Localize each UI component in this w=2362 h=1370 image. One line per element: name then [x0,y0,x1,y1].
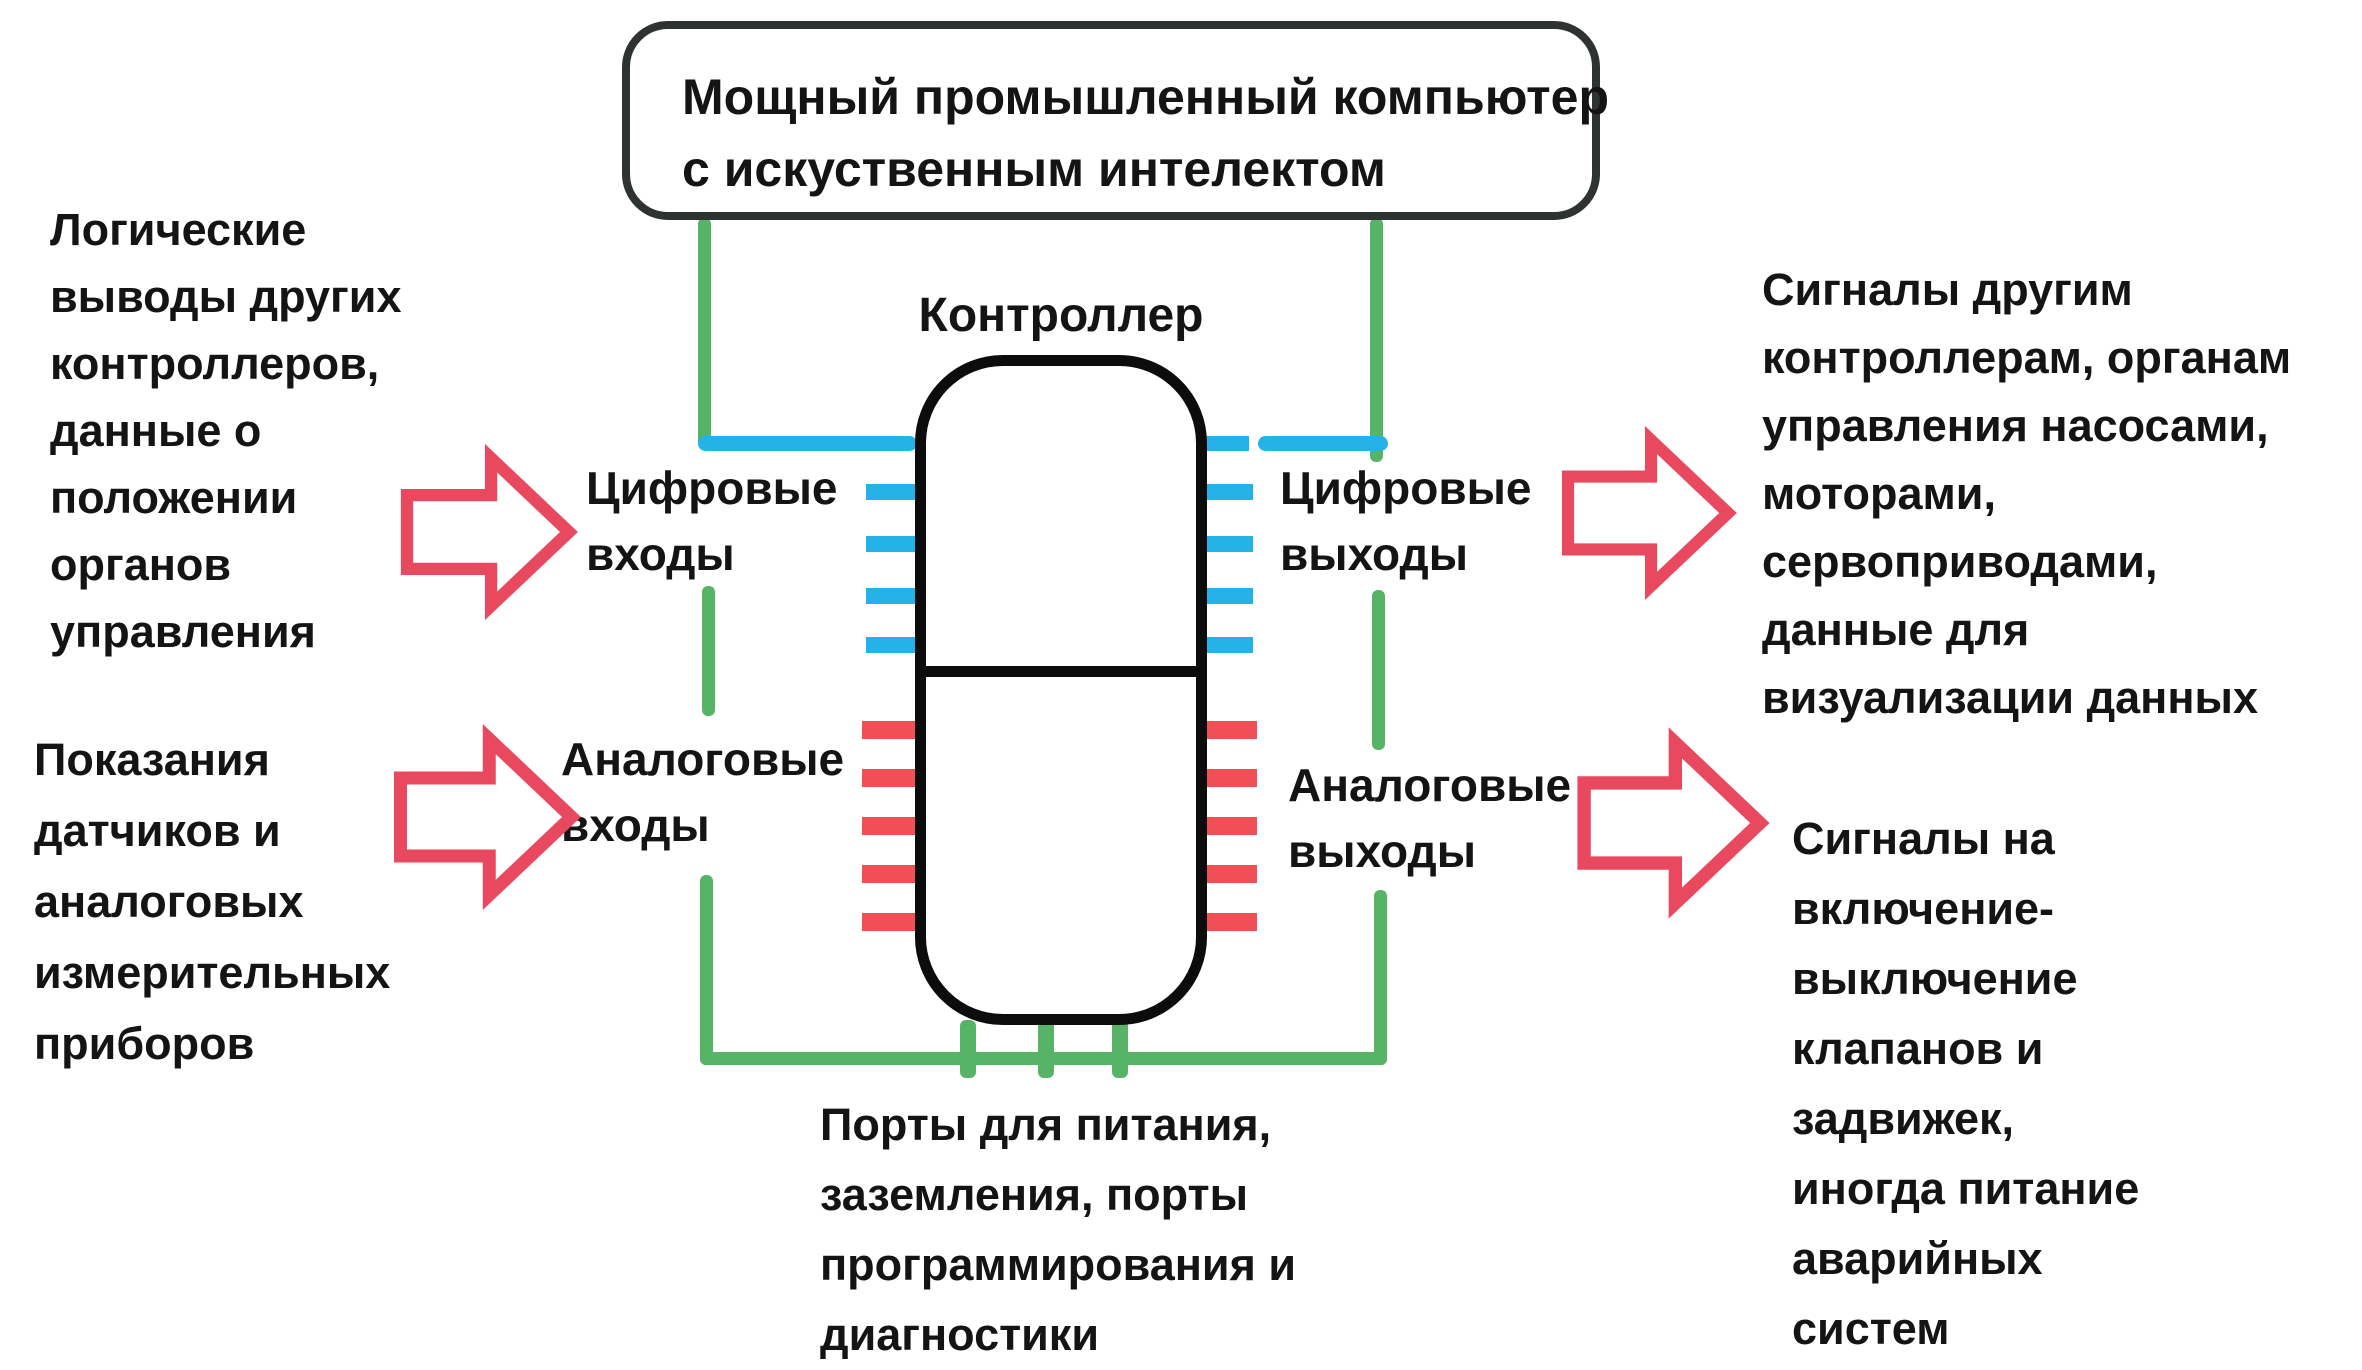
text-line: выводы других [50,271,402,322]
right-arrow-icon [400,443,578,621]
right-arrow-icon [394,723,581,911]
text-line: входы [561,799,710,851]
controller-body [915,355,1207,1025]
text-line: Сигналы на [1792,813,2055,864]
text-line: программирования и [820,1239,1296,1290]
text-line: входы [586,528,735,580]
green-connector-right-middle [1372,590,1385,750]
analog-output-pin [1203,721,1257,739]
text-line: заземления, порты [820,1169,1249,1220]
text-line: аварийных [1792,1233,2043,1284]
digital-output-pin [1203,536,1253,552]
text-line: органов [50,539,232,590]
text-line: выходы [1288,825,1476,877]
text-line: Порты для питания, [820,1099,1272,1150]
text-line: контроллеров, [50,338,380,389]
text-line: Сигналы другим [1762,264,2133,315]
digital-output-bus-line [1258,436,1388,451]
text-line: измерительных [34,947,391,998]
green-port-stub-2 [1038,1020,1054,1078]
analog-output-pin [1203,769,1257,787]
analog-input-pin [862,913,916,931]
digital-inputs-label: Цифровые входы [586,455,837,587]
analog-input-pin [862,769,916,787]
green-connector-left-lower [700,875,713,1065]
text-line: Логические [50,204,307,255]
text-line: иногда питание [1792,1163,2140,1214]
text-line: моторами, [1762,468,1996,519]
text-line: Цифровые [586,462,838,514]
green-connector-right-lower [1374,890,1387,1065]
digital-input-pin [866,588,916,604]
text-line: управления [50,606,316,657]
digital-output-pin [1203,637,1253,653]
text-line: Аналоговые [1288,759,1572,811]
text-line: с искуственным интелектом [682,141,1386,197]
green-connector-left-middle [702,586,715,716]
text-line: Мощный промышленный компьютер [682,69,1610,125]
green-connector-computer-to-digital-inputs [698,218,711,448]
text-line: Показания [34,734,270,785]
text-line: датчиков и [34,805,281,856]
digital-input-pin [866,637,916,653]
text-line: данные для [1762,604,2030,655]
industrial-computer-label: Мощный промышленный компьютер с искуствен… [630,29,1610,205]
text-line: клапанов и [1792,1023,2044,1074]
text-line: включение- [1792,883,2055,934]
green-port-stub-1 [960,1020,976,1078]
controller-title: Контроллер [918,289,1204,342]
digital-outputs-label: Цифровые выходы [1280,455,1531,587]
text-line: управления насосами, [1762,400,2269,451]
analog-output-pin [1203,865,1257,883]
analog-output-pin [1203,817,1257,835]
green-connector-computer-to-digital-outputs [1370,218,1383,462]
text-line: данные о [50,405,262,456]
digital-output-pin-top [1203,436,1249,451]
text-line: Аналоговые [561,733,845,785]
analog-input-pin [862,721,916,739]
controller-divider [924,666,1198,677]
text-line: диагностики [820,1309,1099,1360]
text-line: аналоговых [34,876,304,927]
text-line: положении [50,472,298,523]
text-line: контроллерам, органам [1762,332,2292,383]
digital-output-pin [1203,484,1253,500]
analog-input-pin [862,817,916,835]
annotation-right-top: Сигналы другим контроллерам, органам управ… [1762,256,2291,732]
text-line: визуализации данных [1762,672,2258,723]
industrial-computer-box: Мощный промышленный компьютер с искуствен… [622,21,1610,220]
text-line: систем [1792,1303,1950,1354]
text-line: Цифровые [1280,462,1532,514]
right-arrow-icon [1561,425,1737,601]
annotation-left-bottom: Показания датчиков и аналоговых измерительн… [34,724,390,1079]
text-line: выключение [1792,953,2078,1004]
analog-input-pin [862,865,916,883]
digital-input-pin [866,484,916,500]
digital-output-pin [1203,588,1253,604]
digital-input-bus-line [698,436,917,451]
analog-inputs-label: Аналоговые входы [561,726,844,858]
analog-output-pin [1203,913,1257,931]
text-line: задвижек, [1792,1093,2015,1144]
text-line: выходы [1280,528,1468,580]
text-line: сервоприводами, [1762,536,2158,587]
text-line: приборов [34,1018,255,1069]
annotation-right-bottom: Сигналы на включение-выключение клапанов и… [1792,804,2139,1364]
green-port-stub-3 [1112,1020,1128,1078]
annotation-left-top: Логические выводы других контроллеров, данн… [50,196,401,665]
annotation-bottom-ports: Порты для питания, заземления, порты прогр… [820,1090,1296,1370]
digital-input-pin [866,536,916,552]
analog-outputs-label: Аналоговые выходы [1288,752,1571,884]
right-arrow-icon [1577,727,1770,919]
